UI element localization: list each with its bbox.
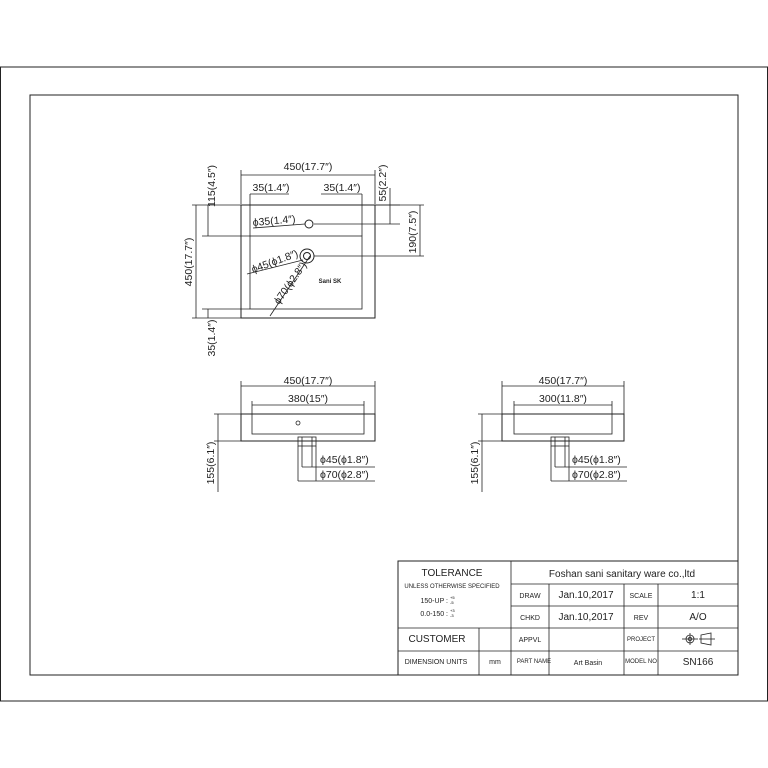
dim-top-overall-width: 450(17.7″) [284,161,333,173]
inner-frame [29,94,739,676]
dim-top-height: 115(4.5″) [206,165,218,207]
title-block: TOLERANCE UNLESS OTHERWISE SPECIFIED 150… [397,560,739,676]
label-tap-hole: ϕ35(1.4″) [252,213,296,229]
tolerance-note: UNLESS OTHERWISE SPECIFIED [404,584,500,590]
scale-label: SCALE [630,593,653,600]
dimension-units-value: mm [489,659,501,666]
chkd-date: Jan.10,2017 [558,612,613,623]
dim-side-height: 155(6.1″) [469,442,481,485]
dim-front-inner-width: 380(15″) [288,393,328,405]
projection-symbol-icon [682,632,715,646]
basin-outline [240,204,376,319]
dim-right-top: 55(2.2″) [377,165,389,202]
front-view: 450(17.7″) 380(15″) 155(6.1″) ϕ45(ϕ1.8″)… [205,375,376,492]
rev-value: A/O [689,612,706,623]
appvl-label: APPVL [519,637,542,644]
dim-top-left-offset: 35(1.4″) [253,182,290,194]
draw-date: Jan.10,2017 [558,590,613,601]
basin-bowl [249,235,363,310]
dim-side-overall-width: 450(17.7″) [539,375,588,387]
tolerance-range-2-plus: +3 [450,608,455,613]
top-view: 450(17.7″) 35(1.4″) 35(1.4″) 115(4.5″) 4… [183,161,424,357]
dim-right-depth: 190(7.5″) [407,211,419,254]
tolerance-range-1-plus: +5 [450,595,455,600]
tolerance-range-1-minus: -5 [450,600,454,605]
part-name-label: PART NAME [517,659,551,665]
tap-hole [304,219,314,229]
model-value: SN166 [683,657,714,668]
drain-inner-circle [303,252,311,260]
dim-front-height: 155(6.1″) [205,442,217,485]
dim-top-overall-height: 450(17.7″) [183,238,195,287]
tolerance-range-2-minus: -3 [450,613,454,618]
dimension-units-label: DIMENSION UNITS [405,659,468,666]
side-view: 450(17.7″) 300(11.8″) 155(6.1″) ϕ45(ϕ1.8… [469,375,627,492]
chkd-label: CHKD [520,615,540,622]
side-bowl [513,413,613,435]
dim-bottom-offset: 35(1.4″) [206,320,218,357]
tolerance-range-1: 150-UP : [421,598,449,605]
customer-label: CUSTOMER [408,634,465,645]
rev-label: REV [634,615,649,622]
scale-value: 1:1 [691,590,705,601]
label-side-drain-outer: ϕ70(ϕ2.8″) [572,469,621,481]
label-front-drain-inner: ϕ45(ϕ1.8″) [320,454,369,466]
part-name-value: Art Basin [574,660,603,667]
dim-top-right-offset: 35(1.4″) [324,182,361,194]
tolerance-title: TOLERANCE [422,568,483,579]
tolerance-range-2: 0.0-150 : [420,611,448,618]
label-side-drain-inner: ϕ45(ϕ1.8″) [572,454,621,466]
draw-label: DRAW [519,593,541,600]
label-front-drain-outer: ϕ70(ϕ2.8″) [320,469,369,481]
project-label: PROJECT [627,637,655,643]
front-bowl [251,413,365,435]
model-label: MODEL NO [625,659,657,665]
company-name: Foshan sani sanitary ware co.,ltd [549,569,695,580]
brand-logo: Sani SK [319,279,342,285]
dim-front-overall-width: 450(17.7″) [284,375,333,387]
dim-side-inner-width: 300(11.8″) [539,393,587,405]
